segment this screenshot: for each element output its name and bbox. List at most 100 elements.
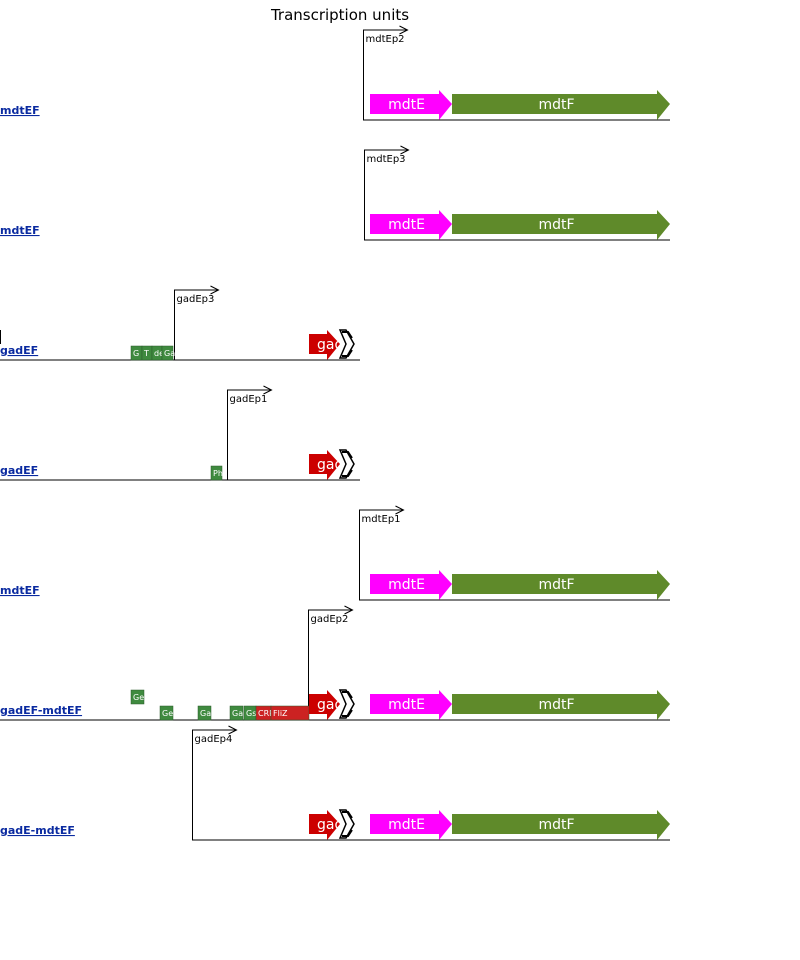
regulatory-site-box <box>229 705 244 721</box>
tu-link[interactable]: mdtEF <box>0 224 40 237</box>
gene-gadF-tick <box>342 469 353 477</box>
gene-mdtF[interactable]: mdtF <box>452 690 670 720</box>
gene-gadF-arrow-icon <box>338 449 355 479</box>
gene-mdtE[interactable]: mdtE <box>370 210 452 240</box>
regulatory-site[interactable]: Ge <box>130 689 145 705</box>
gene-gadF-tick <box>342 709 353 717</box>
gene-mdtE[interactable]: mdtE <box>370 570 452 600</box>
gene-label: mdtF <box>538 577 574 593</box>
regulatory-site[interactable]: Ga <box>197 705 212 721</box>
gene-gadF[interactable] <box>338 689 355 719</box>
regulatory-site[interactable]: G <box>130 345 143 361</box>
promoter-arrowhead-icon <box>210 285 220 295</box>
gene-arrow <box>309 330 340 360</box>
gene-arrow <box>452 90 670 120</box>
gene-arrow <box>452 690 670 720</box>
gene-mdtE[interactable]: mdtE <box>370 810 452 840</box>
tu-link[interactable]: gadEF <box>0 344 38 357</box>
regulatory-site-label: Ga <box>200 709 211 718</box>
promoter-label: gadEp1 <box>230 394 268 405</box>
gene-gadE[interactable]: gad <box>309 450 343 480</box>
regulatory-site[interactable]: Ga <box>161 345 175 361</box>
regulatory-site[interactable]: T <box>141 345 153 361</box>
regulatory-site[interactable]: Ga <box>229 705 244 721</box>
tu-link[interactable]: mdtEF <box>0 104 40 117</box>
gene-label: gad <box>317 697 343 713</box>
gene-label: mdtF <box>538 697 574 713</box>
gene-arrow <box>370 90 452 120</box>
gene-gadE[interactable]: gad <box>309 690 343 720</box>
gene-label: mdtE <box>388 817 425 833</box>
promoter-label: mdtEp3 <box>367 154 406 165</box>
regulatory-site-label: Ge <box>162 709 173 718</box>
diagram-title: Transcription units <box>270 6 409 24</box>
gene-label: gad <box>317 817 343 833</box>
gene-gadF[interactable] <box>338 329 355 359</box>
regulatory-site-label: T <box>143 349 149 358</box>
gene-gadE[interactable]: gad <box>309 330 343 360</box>
promoter-arrow <box>192 729 237 840</box>
promoter-arrowhead-icon <box>228 725 238 735</box>
gene-label: mdtE <box>388 217 425 233</box>
tu-link[interactable]: gadEF <box>0 464 38 477</box>
tu-link[interactable]: gadE-mdtEF <box>0 824 75 837</box>
regulatory-site-label: Ge <box>133 693 144 702</box>
gene-mdtF[interactable]: mdtF <box>452 810 670 840</box>
gene-mdtF[interactable]: mdtF <box>452 570 670 600</box>
gene-gadF-tick <box>342 331 353 339</box>
promoter-arrow <box>227 389 272 480</box>
tu-row-5: mdtEp1 mdtE mdtF mdtEF <box>0 505 670 601</box>
gene-gadF-tick <box>342 451 353 459</box>
gene-label: gad <box>317 457 343 473</box>
gene-mdtE[interactable]: mdtE <box>370 90 452 120</box>
gene-gadF-tick <box>342 691 353 699</box>
gene-mdtF[interactable]: mdtF <box>452 90 670 120</box>
gene-arrow <box>452 210 670 240</box>
regulatory-site[interactable]: FliZ <box>270 705 310 721</box>
gene-gadF[interactable] <box>338 449 355 479</box>
gene-gadF[interactable] <box>338 809 355 839</box>
regulatory-site-box <box>130 689 145 705</box>
gene-label: mdtE <box>388 577 425 593</box>
gene-mdtF[interactable]: mdtF <box>452 210 670 240</box>
regulatory-site-label: Ph <box>213 469 223 478</box>
gene-arrow <box>309 450 340 480</box>
promoter-arrow <box>364 149 409 240</box>
gene-arrow <box>370 690 452 720</box>
regulatory-site-box <box>161 345 174 361</box>
gene-gadF-arrow-icon <box>338 689 355 719</box>
tu-link[interactable]: mdtEF <box>0 584 40 597</box>
promoter-label: gadEp4 <box>195 734 233 745</box>
tu-link[interactable]: gadEF-mdtEF <box>0 704 82 717</box>
promoter-arrowhead-icon <box>344 605 354 615</box>
regulatory-site-box <box>197 705 212 721</box>
promoter-arrowhead-icon <box>400 145 410 155</box>
regulatory-site[interactable]: Gs <box>243 705 256 721</box>
gene-arrow <box>452 810 670 840</box>
promoter-arrowhead-icon <box>263 385 273 395</box>
gene-label: mdtE <box>388 97 425 113</box>
gene-gadF-tick <box>342 829 353 837</box>
promoter-label: mdtEp1 <box>362 514 401 525</box>
regulatory-site-box <box>159 705 174 721</box>
regulatory-site-label: Ga <box>164 349 175 358</box>
gene-mdtE[interactable]: mdtE <box>370 690 452 720</box>
gene-arrow <box>370 570 452 600</box>
regulatory-site[interactable]: Ph <box>210 465 223 481</box>
gene-gadF-tick <box>342 349 353 357</box>
promoter-arrow <box>359 509 404 600</box>
regulatory-site-label: Gs <box>246 709 256 718</box>
regulatory-site-box <box>210 465 223 481</box>
gene-label: mdtF <box>538 217 574 233</box>
gene-gadE[interactable]: gad <box>309 810 343 840</box>
gene-arrow <box>452 570 670 600</box>
regulatory-site[interactable]: Ge <box>159 705 174 721</box>
promoter-arrowhead-icon <box>395 505 405 515</box>
tu-row-2: mdtEp3 mdtE mdtF mdtEF <box>0 145 670 241</box>
gene-label: mdtF <box>538 817 574 833</box>
